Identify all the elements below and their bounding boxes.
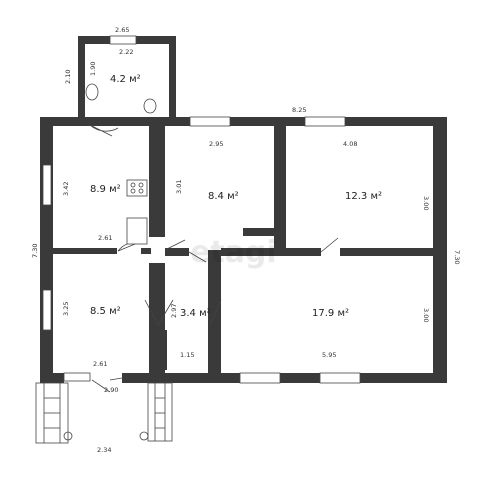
doors: [89, 124, 339, 393]
watermark: etagi: [190, 235, 277, 270]
dim-bedroom2-width: 4.08: [343, 140, 357, 148]
interior-walls: [40, 117, 447, 383]
area-vestibule: 4.2 м²: [110, 74, 141, 85]
area-room-left: 8.5 м²: [90, 306, 121, 317]
dim-bedroom1-width: 2.95: [209, 140, 223, 148]
dim-overall-height-left: 7.30: [31, 244, 39, 258]
windows: [42, 35, 361, 384]
dim-room-left-height: 3.25: [62, 302, 70, 316]
dim-top-vestibule-inner: 2.22: [119, 48, 133, 56]
area-bedroom1: 8.4 м²: [208, 191, 239, 202]
dimension-labels: 2.65 2.22 2.10 1.90 8.25 2.95 4.08 3.42 …: [31, 26, 461, 454]
dim-top-vestibule-outer: 2.65: [115, 26, 129, 34]
area-hall: 3.4 м²: [180, 308, 211, 319]
dim-room-left-width: 2.61: [93, 360, 107, 368]
fixtures: [85, 83, 157, 245]
area-living: 17.9 м²: [312, 308, 349, 319]
dim-hall-width: 1.15: [180, 351, 194, 359]
dim-vestibule-height-outer: 2.10: [64, 70, 72, 84]
dim-entrance-width: 2.90: [104, 386, 118, 394]
area-bedroom2: 12.3 м²: [345, 191, 382, 202]
porch-left: [35, 382, 73, 444]
dim-bedroom1-height: 3.01: [175, 180, 183, 194]
dim-bedroom2-height: 3.00: [422, 196, 430, 210]
dim-living-height: 3.00: [422, 308, 430, 322]
dim-vestibule-height-inner: 1.90: [89, 62, 97, 76]
area-labels: 4.2 м² 8.9 м² 8.4 м² 12.3 м² 8.5 м² 3.4 …: [90, 74, 382, 319]
area-kitchen: 8.9 м²: [90, 184, 121, 195]
dim-porch-width: 2.34: [97, 446, 111, 454]
dim-kitchen-height: 3.42: [62, 182, 70, 196]
dim-hall-height: 2.97: [170, 304, 178, 318]
porch-right: [139, 382, 173, 442]
dim-kitchen-width: 2.61: [98, 234, 112, 242]
dim-living-width: 5.95: [322, 351, 336, 359]
dim-overall-width: 8.25: [292, 106, 306, 114]
dim-overall-height-right: 7.30: [453, 250, 461, 264]
